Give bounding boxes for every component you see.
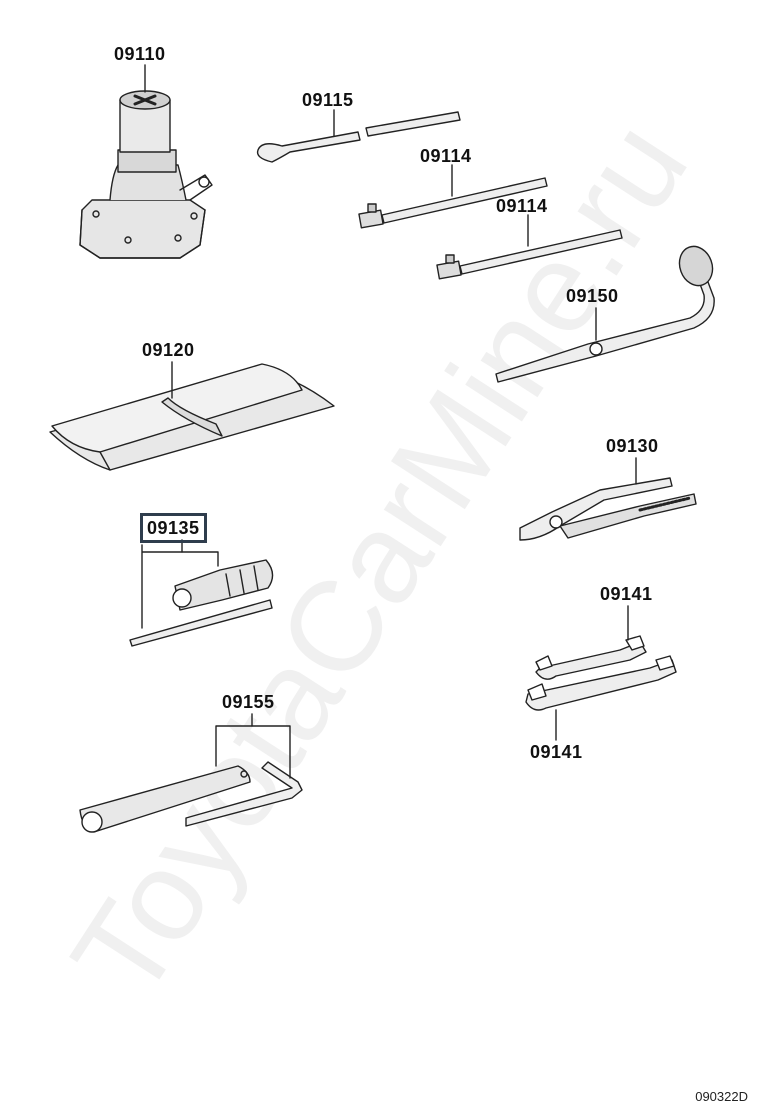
- screwdriver-icon[interactable]: [129, 539, 274, 647]
- open-end-wrench-icon[interactable]: [525, 655, 677, 741]
- part-label-09114-lower[interactable]: 09114: [496, 196, 548, 216]
- part-label-09110[interactable]: 09110: [114, 44, 166, 64]
- part-label-09155[interactable]: 09155: [222, 692, 275, 712]
- lug-wrench-icon[interactable]: [495, 242, 718, 383]
- tool-bag-icon[interactable]: [49, 361, 335, 471]
- pliers-icon[interactable]: [519, 457, 697, 541]
- jack-icon[interactable]: [79, 64, 213, 259]
- part-label-09120[interactable]: 09120: [142, 340, 195, 360]
- part-label-09130[interactable]: 09130: [606, 436, 659, 456]
- open-end-wrench-icon[interactable]: [535, 605, 647, 680]
- part-label-09150[interactable]: 09150: [566, 286, 619, 306]
- jack-handle-extension-icon[interactable]: [436, 214, 623, 280]
- jack-handle-extension-icon[interactable]: [358, 164, 548, 229]
- part-label-09114-upper[interactable]: 09114: [420, 146, 472, 166]
- spark-plug-wrench-icon[interactable]: [79, 713, 303, 833]
- part-label-09115[interactable]: 09115: [302, 90, 354, 110]
- hook-wrench-icon[interactable]: [256, 109, 461, 163]
- part-label-09141-lower[interactable]: 09141: [530, 742, 583, 762]
- diagram-code: 090322D: [695, 1089, 748, 1104]
- part-label-09135[interactable]: 09135: [140, 513, 207, 543]
- part-label-09141-upper[interactable]: 09141: [600, 584, 653, 604]
